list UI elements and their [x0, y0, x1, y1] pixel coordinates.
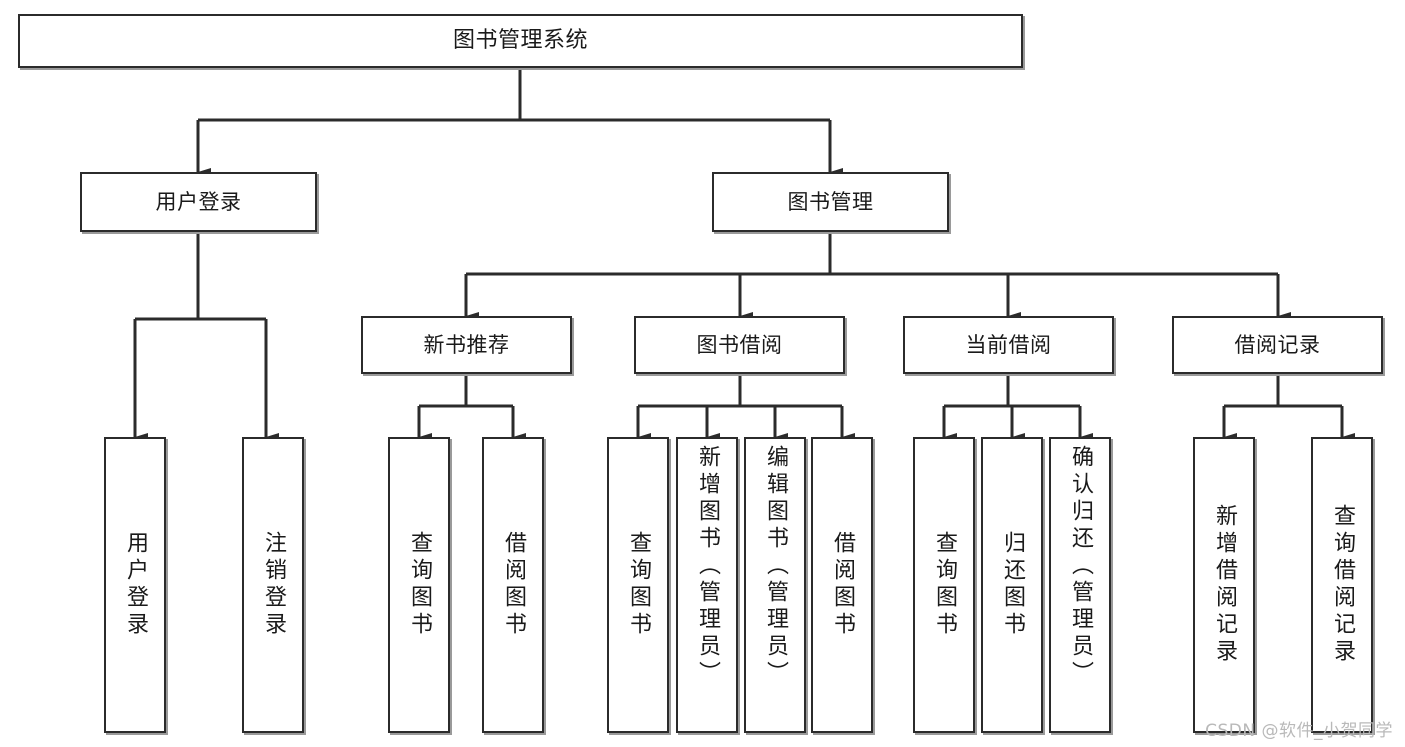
node-leaf-add-record[interactable]: 新增借阅记录 — [1193, 437, 1255, 733]
node-leaf-query-book-2-label: 查询图书 — [626, 531, 651, 639]
node-leaf-edit-book[interactable]: 编辑图书（管理员） — [744, 437, 806, 733]
node-leaf-borrow-book-1-label: 借阅图书 — [501, 531, 526, 639]
node-current-borrow-label: 当前借阅 — [965, 332, 1052, 357]
node-book-manage[interactable]: 图书管理 — [712, 172, 949, 232]
node-borrow-record-label: 借阅记录 — [1234, 332, 1321, 357]
node-leaf-logout[interactable]: 注销登录 — [242, 437, 304, 733]
node-borrow-record[interactable]: 借阅记录 — [1172, 316, 1383, 374]
leaf-inner: 查询图书 — [915, 439, 973, 731]
leaf-inner: 借阅图书 — [484, 439, 542, 731]
node-new-book-rec-label: 新书推荐 — [423, 332, 510, 357]
node-root[interactable]: 图书管理系统 — [18, 14, 1023, 68]
node-leaf-borrow-book-2[interactable]: 借阅图书 — [811, 437, 873, 733]
leaf-inner: 确认归还（管理员） — [1051, 439, 1109, 737]
node-leaf-user-login-label: 用户登录 — [123, 531, 148, 639]
node-leaf-add-book[interactable]: 新增图书（管理员） — [676, 437, 738, 733]
leaf-inner: 新增借阅记录 — [1195, 439, 1253, 731]
leaf-inner: 用户登录 — [106, 439, 164, 731]
node-leaf-return-book-label: 归还图书 — [1000, 531, 1025, 639]
node-user-login[interactable]: 用户登录 — [80, 172, 317, 232]
node-book-manage-label: 图书管理 — [787, 189, 874, 214]
node-leaf-confirm-return[interactable]: 确认归还（管理员） — [1049, 437, 1111, 733]
leaf-inner: 归还图书 — [983, 439, 1041, 731]
node-leaf-query-record-label: 查询借阅记录 — [1330, 504, 1355, 666]
node-leaf-edit-book-label: 编辑图书（管理员） — [763, 445, 788, 688]
node-book-borrow-label: 图书借阅 — [696, 332, 783, 357]
node-leaf-query-book-1-label: 查询图书 — [407, 531, 432, 639]
node-leaf-query-book-1[interactable]: 查询图书 — [388, 437, 450, 733]
csdn-watermark: CSDN @软件_小贺同学 — [1205, 721, 1393, 741]
node-leaf-add-book-label: 新增图书（管理员） — [695, 445, 720, 688]
node-current-borrow[interactable]: 当前借阅 — [903, 316, 1114, 374]
node-user-login-label: 用户登录 — [155, 189, 242, 214]
leaf-inner: 查询图书 — [390, 439, 448, 731]
node-leaf-borrow-book-2-label: 借阅图书 — [830, 531, 855, 639]
node-leaf-confirm-return-label: 确认归还（管理员） — [1068, 445, 1093, 688]
node-root-label: 图书管理系统 — [452, 28, 588, 54]
node-leaf-return-book[interactable]: 归还图书 — [981, 437, 1043, 733]
node-leaf-borrow-book-1[interactable]: 借阅图书 — [482, 437, 544, 733]
node-leaf-add-record-label: 新增借阅记录 — [1212, 504, 1237, 666]
node-leaf-query-book-2[interactable]: 查询图书 — [607, 437, 669, 733]
node-leaf-logout-label: 注销登录 — [261, 531, 286, 639]
node-leaf-query-book-3-label: 查询图书 — [932, 531, 957, 639]
leaf-inner: 注销登录 — [244, 439, 302, 731]
leaf-inner: 借阅图书 — [813, 439, 871, 731]
node-book-borrow[interactable]: 图书借阅 — [634, 316, 845, 374]
node-leaf-user-login[interactable]: 用户登录 — [104, 437, 166, 733]
node-new-book-rec[interactable]: 新书推荐 — [361, 316, 572, 374]
leaf-inner: 编辑图书（管理员） — [746, 439, 804, 737]
leaf-inner: 新增图书（管理员） — [678, 439, 736, 737]
node-leaf-query-record[interactable]: 查询借阅记录 — [1311, 437, 1373, 733]
leaf-inner: 查询图书 — [609, 439, 667, 731]
node-leaf-query-book-3[interactable]: 查询图书 — [913, 437, 975, 733]
leaf-inner: 查询借阅记录 — [1313, 439, 1371, 731]
